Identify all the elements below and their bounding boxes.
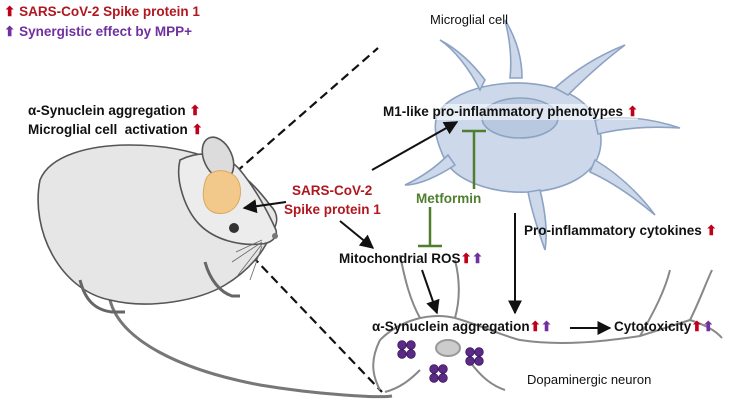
synuclein-cluster-1	[397, 340, 416, 359]
m1-phenotype-label: M1-like pro-inflammatory phenotypes ⬆	[383, 104, 639, 120]
red-up-arrow-icon: ⬆	[529, 319, 541, 334]
legend-spike-label: SARS-CoV-2 Spike protein 1	[19, 4, 200, 19]
red-up-arrow-icon: ⬆	[705, 223, 717, 238]
red-up-arrow-icon: ⬆	[189, 103, 201, 118]
legend-mpp-label: Synergistic effect by MPP+	[19, 24, 193, 39]
red-up-arrow-icon: ⬆	[691, 319, 703, 334]
purple-up-arrow-icon: ⬆	[702, 319, 714, 334]
neuron-aggregation-text: α-Synuclein aggregation	[372, 319, 530, 334]
red-up-arrow-icon: ⬆	[4, 4, 16, 19]
synuclein-aggregates	[397, 340, 484, 383]
purple-up-arrow-icon: ⬆	[4, 24, 16, 39]
arrow-stimulus-to-microglia	[371, 121, 459, 171]
neuron-aggregation-label: α-Synuclein aggregation⬆⬆	[372, 319, 552, 335]
mouse-brain	[202, 170, 241, 214]
metformin-label: Metformin	[416, 191, 482, 206]
dopaminergic-neuron-illustration	[372, 254, 723, 393]
arrow-ros-to-aggregation	[421, 269, 440, 315]
microglial-cell-illustration	[404, 19, 681, 251]
mouse-whiskers	[231, 239, 263, 281]
purple-up-arrow-icon: ⬆	[540, 319, 553, 334]
cytotoxicity-text: Cytotoxicity	[614, 319, 692, 334]
zoom-dashed-line-top	[235, 47, 379, 173]
mouse-eye	[229, 223, 239, 233]
red-up-arrow-icon: ⬆	[626, 104, 639, 119]
mouse-illustration	[37, 136, 393, 399]
mouse-back-leg	[78, 279, 125, 314]
red-up-arrow-icon: ⬆	[460, 251, 472, 266]
m1-phenotype-text: M1-like pro-inflammatory phenotypes	[383, 104, 624, 119]
mouse-front-leg	[203, 261, 240, 298]
cytokines-label: Pro-inflammatory cytokines ⬆	[524, 223, 717, 239]
ros-text: Mitochondrial ROS	[339, 251, 461, 266]
metformin-inhibition-ros	[418, 207, 442, 248]
ros-label: Mitochondrial ROS⬆⬆	[339, 251, 483, 267]
red-up-arrow-icon: ⬆	[191, 122, 203, 137]
stimulus-line-1: SARS-CoV-2	[292, 183, 373, 198]
purple-up-arrow-icon: ⬆	[471, 251, 484, 266]
synuclein-cluster-3	[429, 364, 448, 383]
dopaminergic-neuron-label: Dopaminergic neuron	[527, 372, 652, 387]
legend-item-mpp: ⬆ Synergistic effect by MPP+	[4, 24, 192, 40]
mouse-effect-synuclein-label: α-Synuclein aggregation	[28, 103, 186, 118]
synuclein-cluster-2	[465, 347, 484, 366]
mouse-tail	[108, 299, 393, 399]
mouse-effect-synuclein: α-Synuclein aggregation ⬆	[28, 103, 201, 119]
arrow-stimulus-to-ros	[339, 220, 375, 249]
neuron-nucleus	[435, 339, 461, 357]
arrow-stimulus-to-brain	[242, 199, 287, 214]
microglial-cell-label: Microglial cell	[430, 12, 509, 27]
cytokines-text: Pro-inflammatory cytokines	[524, 223, 702, 238]
mouse-nose	[272, 233, 278, 239]
mouse-effect-microglia-label: Microglial cell activation	[28, 122, 188, 137]
cytotoxicity-label: Cytotoxicity⬆⬆	[614, 319, 714, 335]
mouse-effect-microglia: Microglial cell activation ⬆	[28, 122, 203, 138]
zoom-dashed-line-bottom	[251, 255, 383, 393]
legend-item-spike: ⬆ SARS-CoV-2 Spike protein 1	[4, 4, 200, 20]
metformin-inhibition-microglia	[462, 129, 486, 189]
stimulus-line-2: Spike protein 1	[284, 202, 381, 217]
